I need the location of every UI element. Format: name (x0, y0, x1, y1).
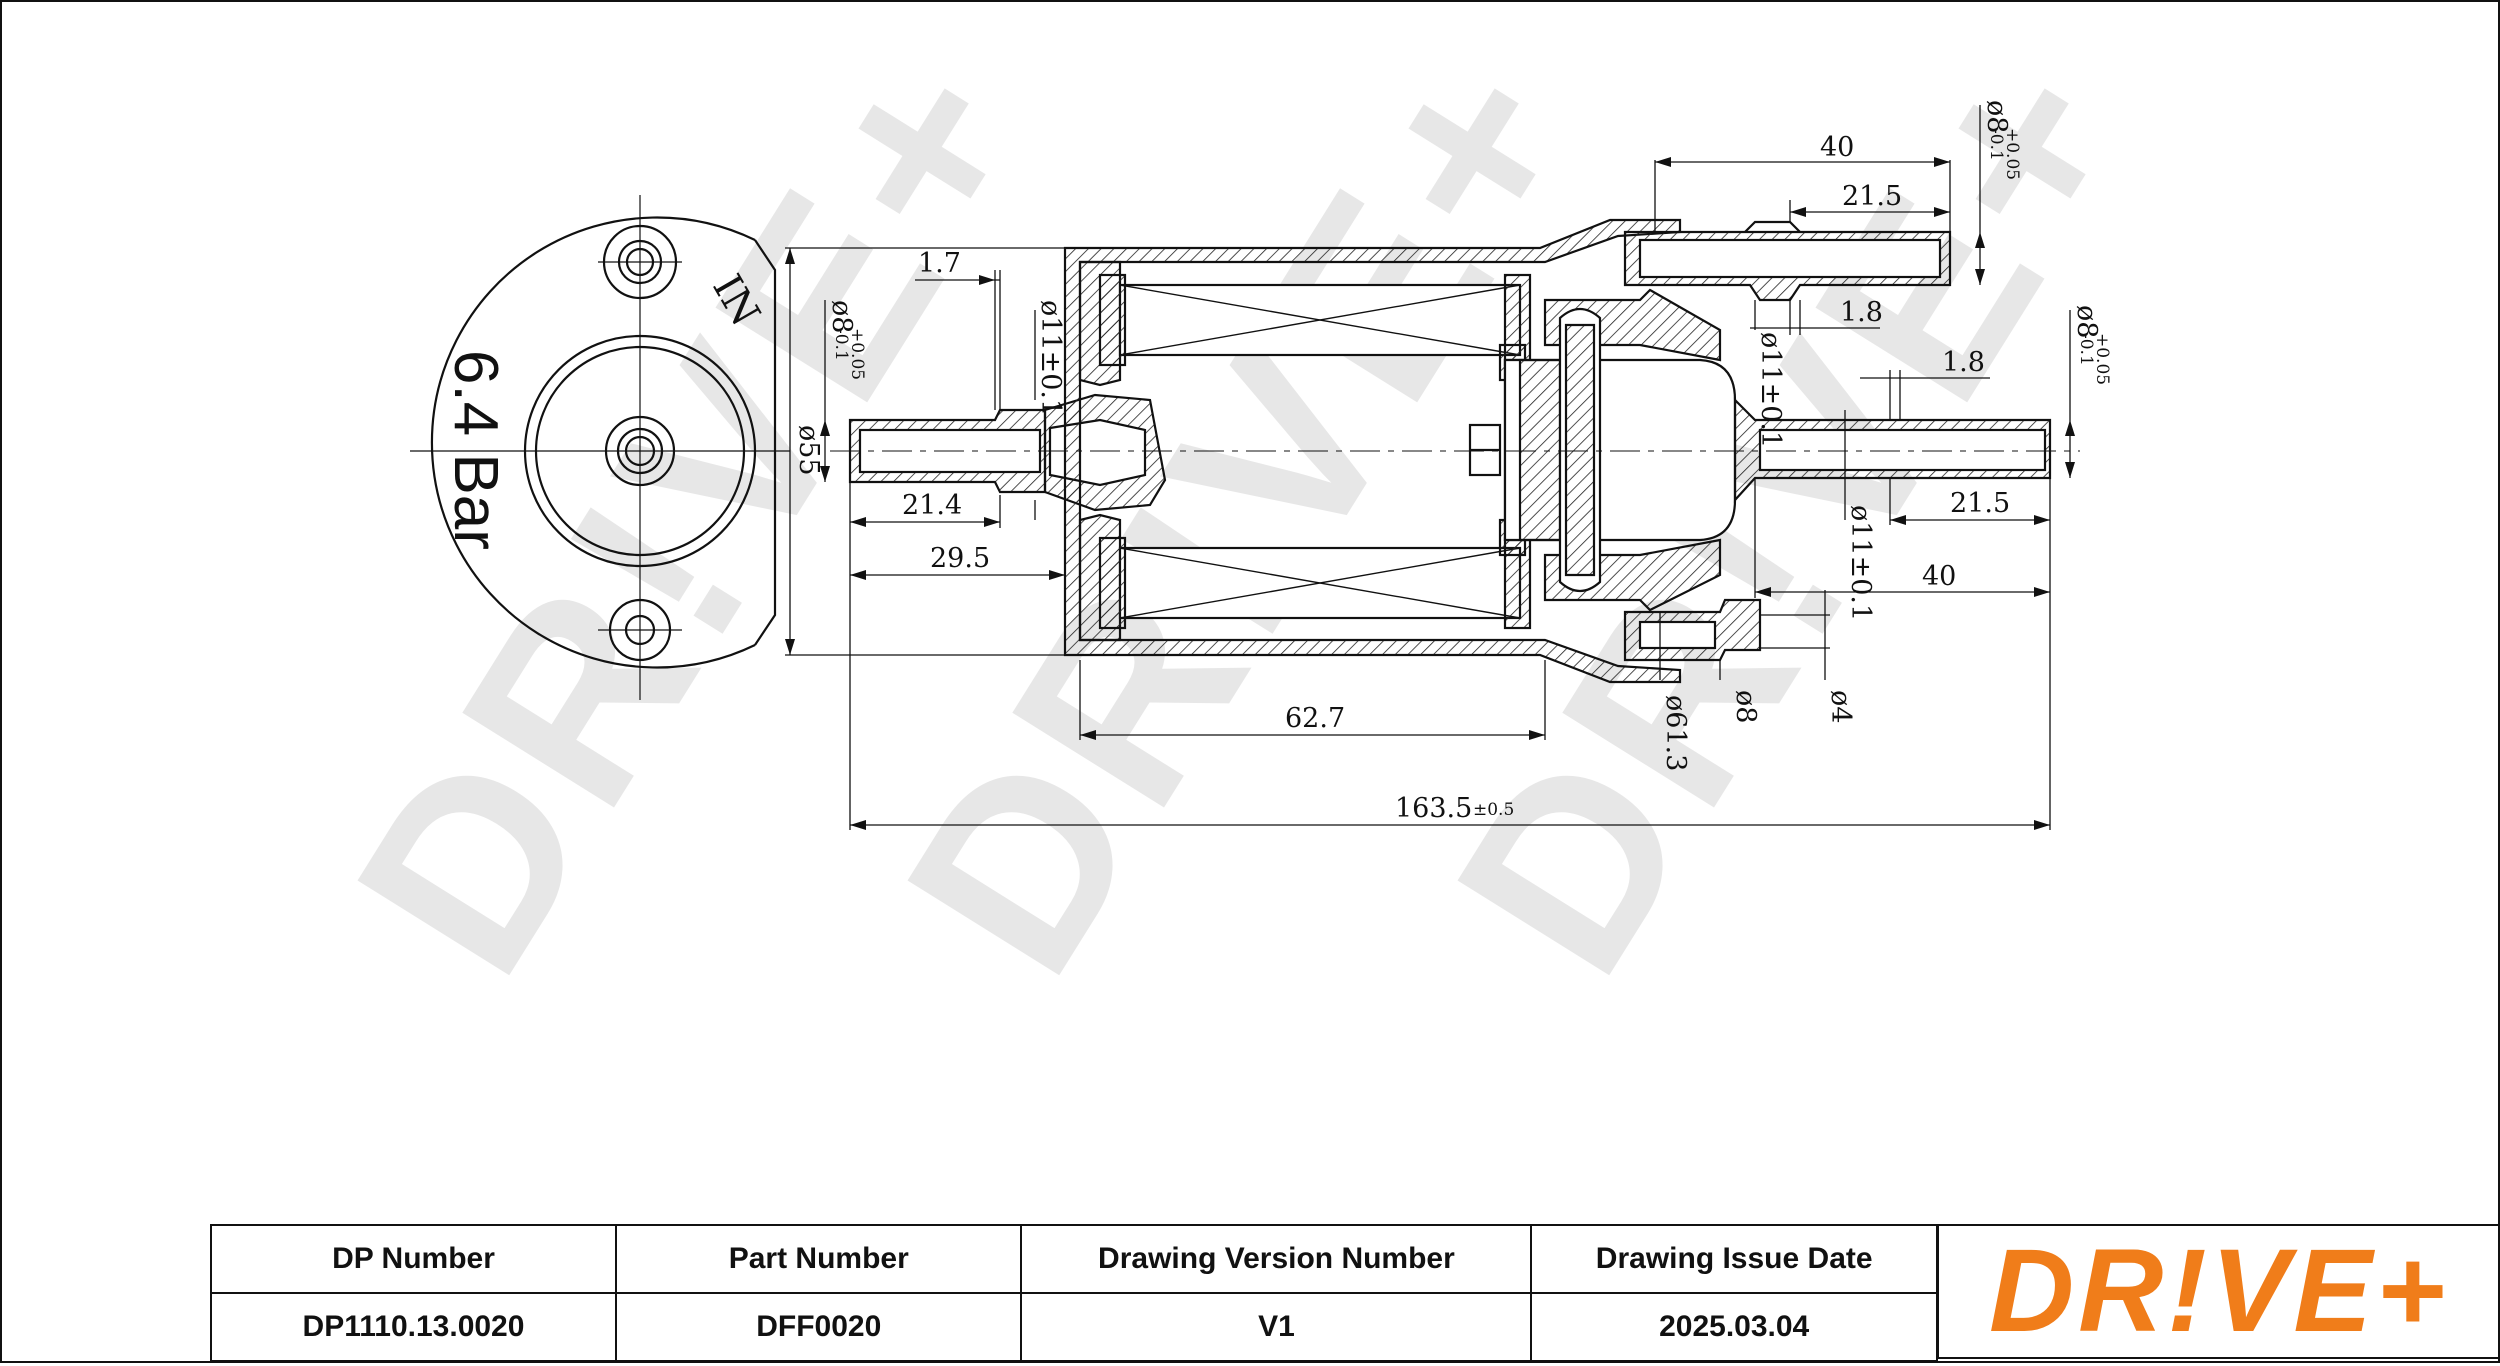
dimension-labels: 1.7 21.4 29.5 62.7 163.5 ±0.5 40 21.5 1.… (793, 100, 2112, 824)
title-block-header-row: DP Number Part Number Drawing Version Nu… (210, 1224, 1938, 1294)
dim-dia-8-left-tol-plus: +0.05 (847, 328, 867, 380)
dim-21-5-right: 21.5 (1950, 488, 2010, 519)
dim-dia-8-top-tol-plus: +0.05 (2002, 128, 2022, 180)
value-drawing-version: V1 (1020, 1292, 1533, 1362)
dim-dia-8-top: ø8 (1981, 100, 2012, 133)
header-drawing-version: Drawing Version Number (1020, 1224, 1533, 1294)
dim-40-right: 40 (1922, 561, 1956, 592)
dim-dia-11-right: ø11±0.1 (1845, 505, 1876, 621)
dim-1-8-top: 1.8 (1840, 297, 1883, 328)
dim-dia-8-top-tol-minus: -0.1 (1986, 128, 2006, 161)
value-issue-date: 2025.03.04 (1530, 1292, 1938, 1362)
dim-dia-4: ø4 (1825, 690, 1856, 723)
header-part-number: Part Number (614, 1224, 1023, 1294)
dimension-arrows (785, 157, 2075, 830)
dim-dia-8-right-tol-plus: +0.05 (2092, 333, 2112, 385)
filter-section-view (830, 218, 2080, 684)
dim-dia-11-left: ø11±0.1 (1035, 300, 1066, 416)
title-block-value-row: DP1110.13.0020 DFF0020 V1 2025.03.04 (210, 1292, 1938, 1362)
end-view (410, 195, 790, 700)
header-dp-number: DP Number (210, 1224, 617, 1294)
title-block: DP Number Part Number Drawing Version Nu… (210, 1224, 2498, 1363)
dim-dia-8-right: ø8 (2071, 305, 2102, 338)
logo-cell: DR!VE+ (1937, 1224, 2498, 1359)
dim-21-5-top: 21.5 (1842, 181, 1902, 212)
watermark-group: DR!VE+ DR!VE+ DR!VE+ (302, 0, 2189, 1019)
dim-62-7: 62.7 (1285, 703, 1345, 734)
dim-dia-11-upper: ø11±0.1 (1755, 332, 1786, 448)
dim-29-5: 29.5 (930, 543, 990, 574)
dim-40-top: 40 (1820, 132, 1854, 163)
value-part-number: DFF0020 (614, 1292, 1023, 1362)
dim-dia-55: ø55 (793, 425, 824, 476)
value-dp-number: DP1110.13.0020 (210, 1292, 617, 1362)
dim-dia-8-left: ø8 (826, 300, 857, 333)
dim-1-8-right: 1.8 (1942, 347, 1985, 378)
title-block-table: DP Number Part Number Drawing Version Nu… (210, 1224, 1938, 1362)
dim-dia-8-left-tol-minus: -0.1 (831, 328, 851, 361)
dim-163-5-tolerance: ±0.5 (1473, 800, 1514, 820)
dim-dia-61-3: ø61.3 (1660, 695, 1691, 771)
pressure-label: 6.4 Bar (441, 350, 510, 550)
brand-logo-text: DR!VE+ (1989, 1226, 2449, 1357)
dim-dia-8-right-tol-minus: -0.1 (2076, 333, 2096, 366)
dim-21-4: 21.4 (902, 490, 962, 521)
dim-163-5: 163.5 (1395, 793, 1472, 824)
dim-dia-8-bottom: ø8 (1730, 690, 1761, 723)
dim-1-7: 1.7 (918, 248, 961, 279)
header-issue-date: Drawing Issue Date (1530, 1224, 1938, 1294)
brand-logo: DR!VE+ (1989, 1225, 2449, 1357)
